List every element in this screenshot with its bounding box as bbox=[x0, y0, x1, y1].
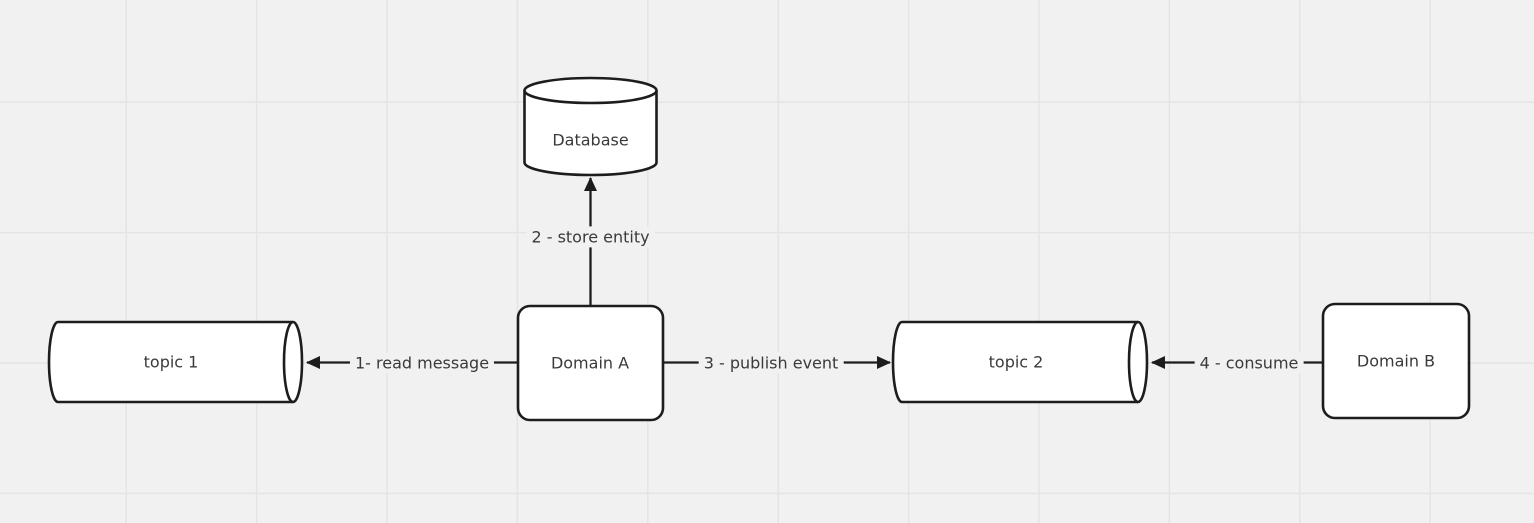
topic-2-cylinder-body[interactable] bbox=[891, 320, 1149, 404]
topic-1-cylinder-cap[interactable] bbox=[282, 320, 294, 404]
node-topic-2[interactable] bbox=[891, 320, 1149, 404]
domain-a-label[interactable]: Domain A bbox=[550, 353, 630, 373]
domain-b-box[interactable] bbox=[1321, 302, 1471, 420]
node-domain-a[interactable] bbox=[516, 304, 665, 422]
edge-consume-label[interactable]: 4 - consume bbox=[1194, 351, 1304, 374]
topic-1-label[interactable]: topic 1 bbox=[143, 352, 199, 372]
database-cylinder-top[interactable] bbox=[523, 76, 658, 105]
topic-1-cylinder-body[interactable] bbox=[47, 320, 304, 404]
edge-read-message-label[interactable]: 1- read message bbox=[349, 351, 495, 374]
topic-2-label[interactable]: topic 2 bbox=[988, 352, 1044, 372]
database-label[interactable]: Database bbox=[552, 130, 629, 150]
node-database[interactable] bbox=[523, 76, 658, 177]
edge-publish-event-label[interactable]: 3 - publish event bbox=[698, 351, 844, 374]
node-topic-1[interactable] bbox=[47, 320, 304, 404]
topic-2-cylinder-cap[interactable] bbox=[1127, 320, 1139, 404]
domain-b-label[interactable]: Domain B bbox=[1356, 351, 1436, 371]
database-cylinder-body[interactable] bbox=[523, 90, 658, 177]
node-domain-b[interactable] bbox=[1321, 302, 1471, 420]
domain-a-box[interactable] bbox=[516, 304, 665, 422]
edge-store-entity-label[interactable]: 2 - store entity bbox=[526, 226, 655, 248]
